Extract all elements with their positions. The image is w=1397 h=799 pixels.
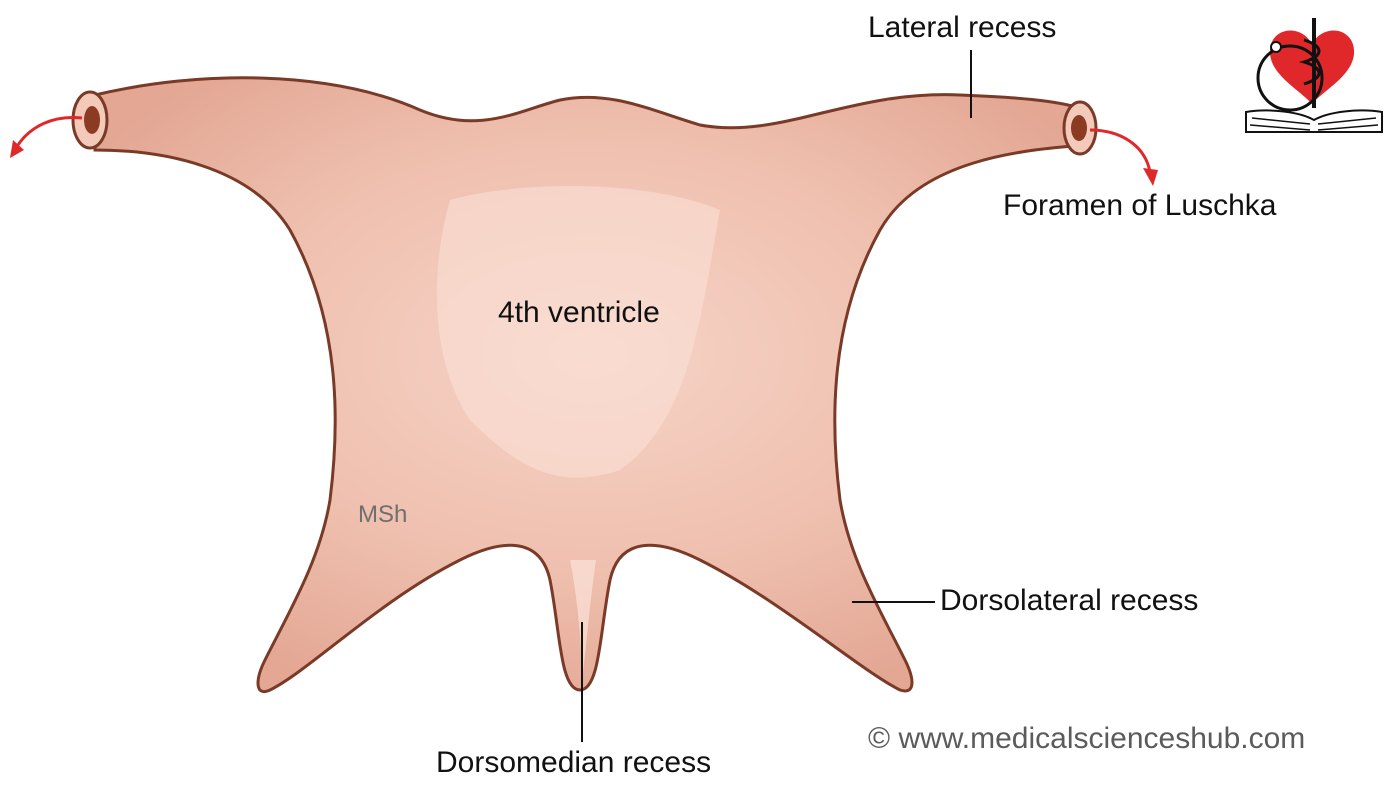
copyright-notice: © www.medicalscienceshub.com (868, 722, 1306, 755)
left-curved-arrow-icon (14, 115, 83, 149)
foramen-of-luschka-label: Foramen of Luschka (1003, 189, 1277, 222)
dorsomedian-highlight (570, 560, 596, 680)
right-curved-arrow-icon (1089, 128, 1152, 173)
lateral-recess-label: Lateral recess (868, 11, 1057, 44)
fourth-ventricle-label: 4th ventricle (498, 296, 660, 329)
body-highlight (436, 186, 720, 478)
artist-initials: MSh (358, 501, 408, 528)
dorsomedian-recess-label: Dorsomedian recess (436, 746, 712, 779)
medical-sciences-hub-logo (1245, 18, 1383, 133)
dorsolateral-recess-label: Dorsolateral recess (940, 584, 1199, 617)
